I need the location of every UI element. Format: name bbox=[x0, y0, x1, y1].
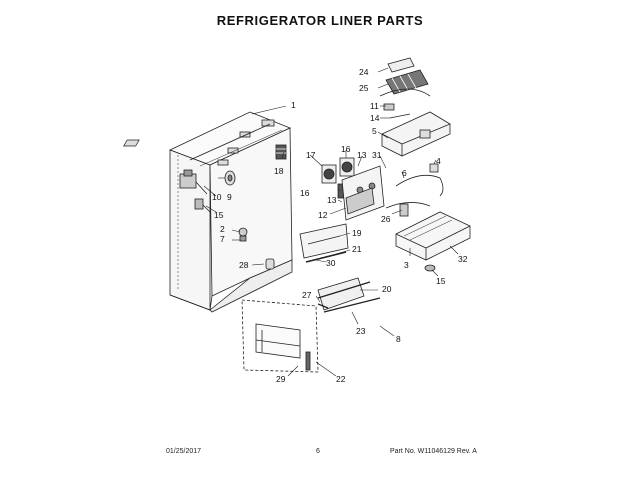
drawer-kit bbox=[241, 299, 319, 373]
callout-24: 24 bbox=[359, 67, 369, 77]
callout-8: 8 bbox=[396, 334, 401, 344]
callout-6: 6 bbox=[402, 168, 407, 178]
fan-assembly bbox=[321, 157, 385, 221]
callout-30: 30 bbox=[326, 258, 336, 268]
callout-16-upper: 16 bbox=[341, 144, 351, 154]
lamp-socket bbox=[179, 169, 208, 195]
callout-3: 3 bbox=[404, 260, 409, 270]
callout-10: 10 bbox=[212, 192, 222, 202]
callout-25: 25 bbox=[359, 83, 369, 93]
callout-labels: 1 24 25 11 14 5 31 6 4 26 17 16 13 16 13… bbox=[212, 67, 468, 384]
page-title: REFRIGERATOR LINER PARTS bbox=[216, 13, 424, 28]
callout-5: 5 bbox=[372, 126, 377, 136]
callout-4: 4 bbox=[436, 156, 441, 166]
footer-date: 01/25/2017 bbox=[166, 448, 202, 455]
damper-cap bbox=[265, 258, 275, 270]
callout-11: 11 bbox=[370, 101, 379, 111]
callout-18: 18 bbox=[274, 166, 284, 176]
shelf-rail-upper bbox=[299, 223, 349, 259]
callout-14: 14 bbox=[370, 113, 380, 123]
roller bbox=[424, 264, 436, 272]
callout-26: 26 bbox=[381, 214, 391, 224]
evaporator-cover bbox=[379, 57, 431, 119]
callout-9: 9 bbox=[227, 192, 232, 202]
callout-22: 22 bbox=[336, 374, 346, 384]
callout-27: 27 bbox=[302, 290, 312, 300]
shelf-rail-lower bbox=[317, 277, 381, 313]
callout-20: 20 bbox=[382, 284, 392, 294]
light-bulb bbox=[224, 170, 236, 186]
callout-13-upper: 13 bbox=[357, 150, 367, 160]
screw bbox=[317, 303, 329, 309]
callout-32: 32 bbox=[458, 254, 468, 264]
callout-12: 12 bbox=[318, 210, 328, 220]
callout-21: 21 bbox=[352, 244, 362, 254]
shelf-rail-21 bbox=[305, 251, 347, 263]
leader-lines bbox=[203, 67, 459, 377]
callout-31: 31 bbox=[372, 150, 382, 160]
callout-2: 2 bbox=[220, 224, 225, 234]
callout-15-left: 15 bbox=[214, 210, 224, 220]
callout-23: 23 bbox=[356, 326, 366, 336]
callout-29: 29 bbox=[276, 374, 286, 384]
switch bbox=[194, 198, 212, 214]
callout-15-right: 15 bbox=[436, 276, 446, 286]
thermistor bbox=[238, 227, 248, 242]
footer-part-number: Part No. W11046129 Rev. A bbox=[390, 448, 477, 455]
grille bbox=[275, 144, 287, 160]
callout-1: 1 bbox=[291, 100, 296, 110]
callout-13-lower: 13 bbox=[327, 195, 337, 205]
callout-28: 28 bbox=[239, 260, 249, 270]
callout-7: 7 bbox=[220, 234, 225, 244]
wire-harness bbox=[385, 163, 444, 217]
crisper-drawer bbox=[395, 211, 471, 261]
refrigerator-liner bbox=[123, 111, 293, 313]
ice-tray-housing bbox=[381, 111, 451, 157]
callout-17: 17 bbox=[306, 150, 316, 160]
callout-19: 19 bbox=[352, 228, 362, 238]
footer-page-number: 6 bbox=[316, 448, 320, 455]
callout-16-lower: 16 bbox=[300, 188, 310, 198]
